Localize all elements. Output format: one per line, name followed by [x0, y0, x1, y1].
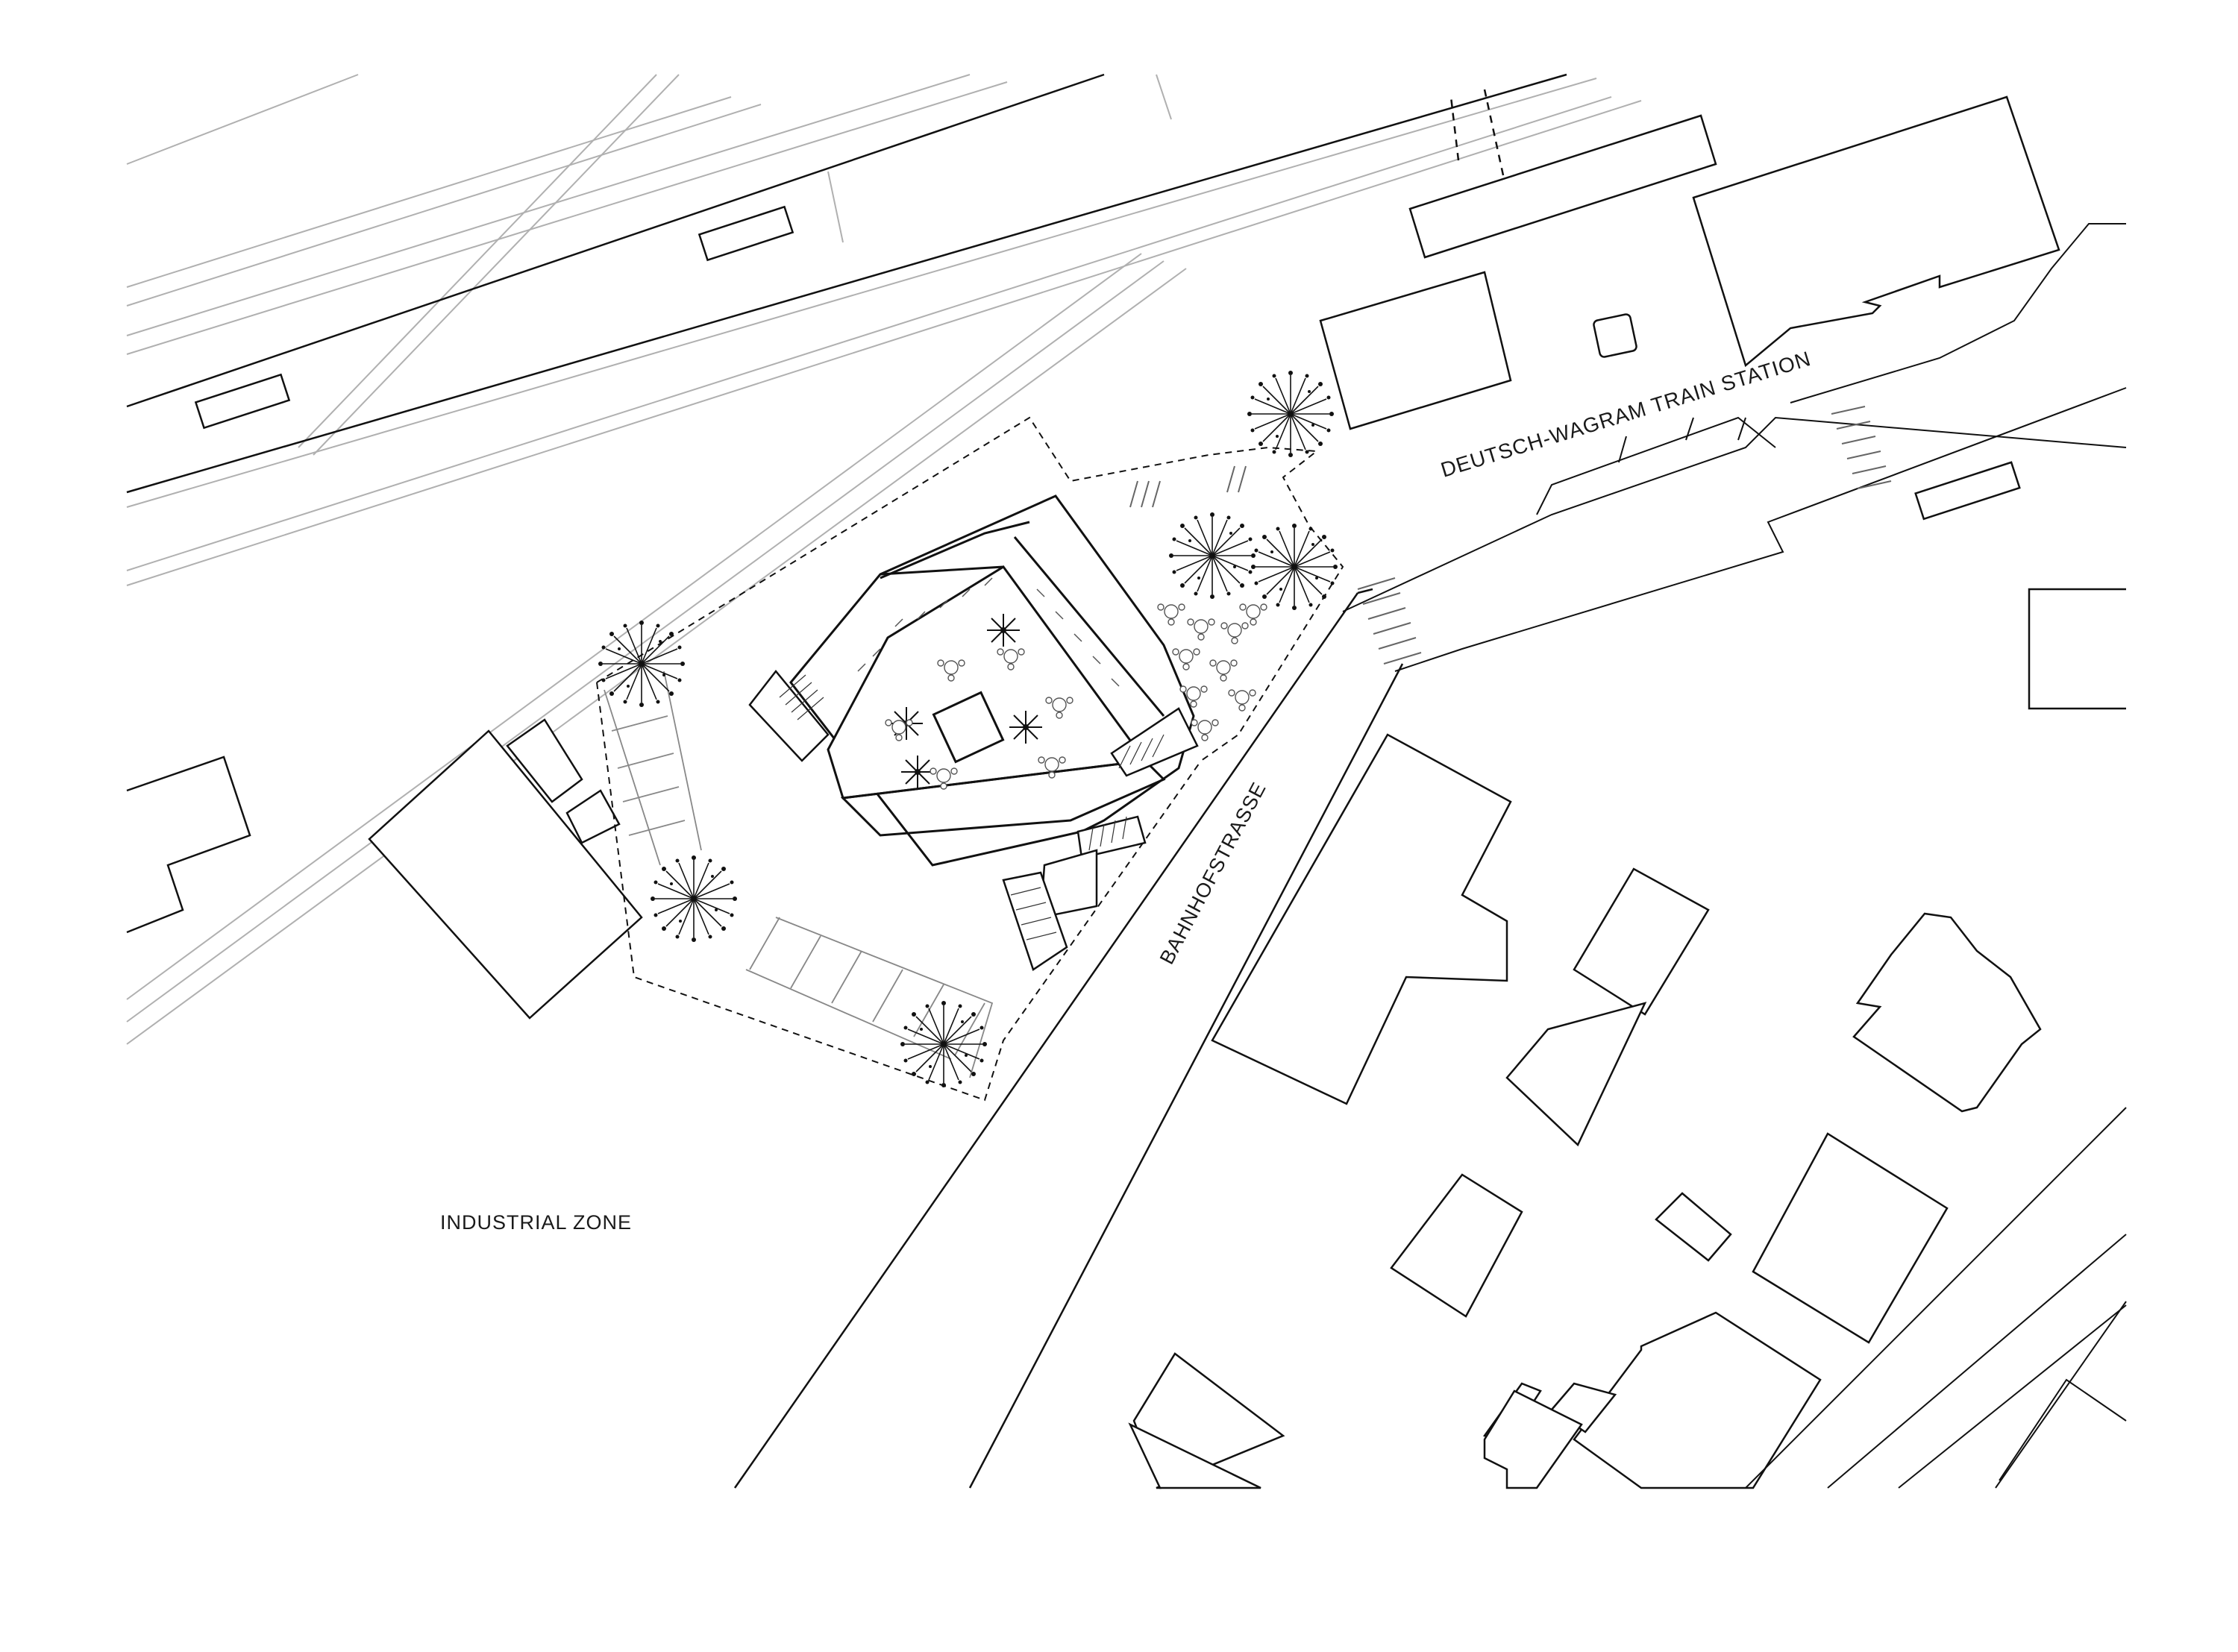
bus-shelter: [1914, 461, 2021, 521]
kiosk: [1593, 313, 1637, 358]
building-left: [126, 756, 251, 934]
street-label: BAHNHOFSTRASSE: [1156, 779, 1270, 968]
parking-bays: [604, 670, 994, 1078]
station-plaza: [1342, 223, 2127, 672]
station-building: [1319, 271, 1512, 430]
main-building: [789, 494, 1195, 867]
platform-edges: [126, 73, 1567, 494]
station-buildings: [1319, 89, 2126, 710]
platform-shelter: [194, 373, 291, 430]
roof-inner-edge: [840, 759, 1166, 837]
building-right-edge: [2028, 588, 2126, 710]
industrial-buildings: [126, 718, 643, 1020]
bahnhofstrasse-road: [733, 588, 1404, 1489]
courtyard: [827, 565, 1147, 800]
station-canopy: [1408, 114, 1717, 259]
platform-shelter: [698, 205, 794, 262]
facade-modules: [857, 577, 1120, 687]
southeast-streets: [1745, 1107, 2127, 1489]
stairs: [748, 669, 1199, 971]
station-building: [1692, 95, 2060, 368]
crosswalks: [1357, 406, 1892, 665]
warehouse: [368, 729, 643, 1020]
zone-label: INDUSTRIAL ZONE: [440, 1211, 632, 1234]
site-boundary: [596, 416, 1344, 1102]
bike-racks: [1129, 465, 1247, 508]
residential-buildings: [1128, 733, 2042, 1489]
annex: [506, 718, 583, 803]
central-light-well: [932, 691, 1005, 764]
annex: [565, 789, 621, 844]
